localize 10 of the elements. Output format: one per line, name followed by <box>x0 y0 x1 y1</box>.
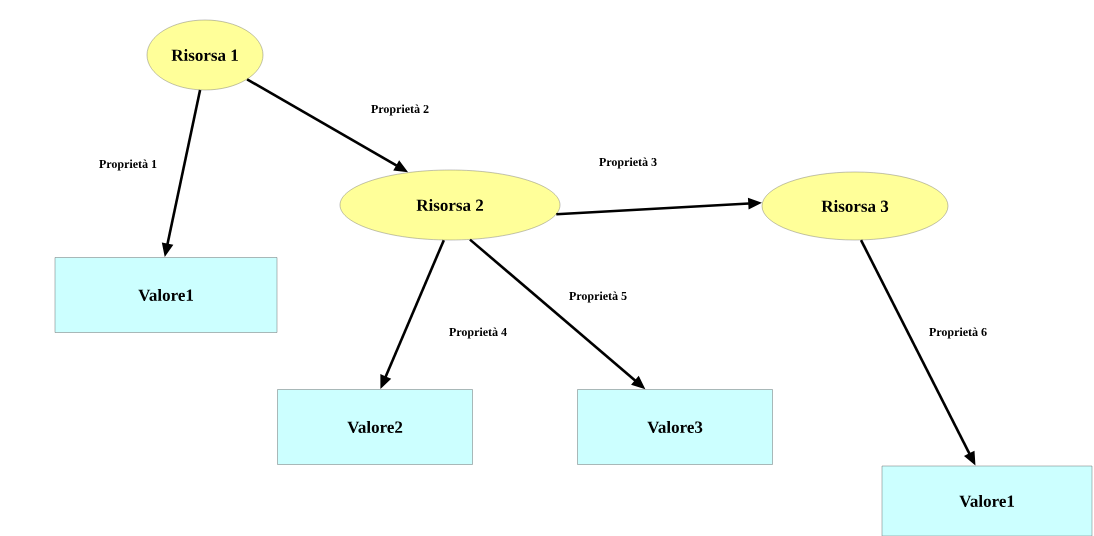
edge-label: Proprietà 3 <box>597 156 659 170</box>
edge-label: Proprietà 1 <box>97 158 159 172</box>
value-box: Valore3 <box>577 389 773 465</box>
edge-label: Proprietà 5 <box>567 290 629 304</box>
value-box: Valore1 <box>881 465 1093 536</box>
value-box: Valore1 <box>54 257 278 333</box>
value-box: Valore2 <box>277 389 473 465</box>
edge-label: Proprietà 4 <box>447 326 509 340</box>
edge-label: Proprietà 2 <box>369 103 431 117</box>
edge-label: Proprietà 6 <box>927 326 989 340</box>
